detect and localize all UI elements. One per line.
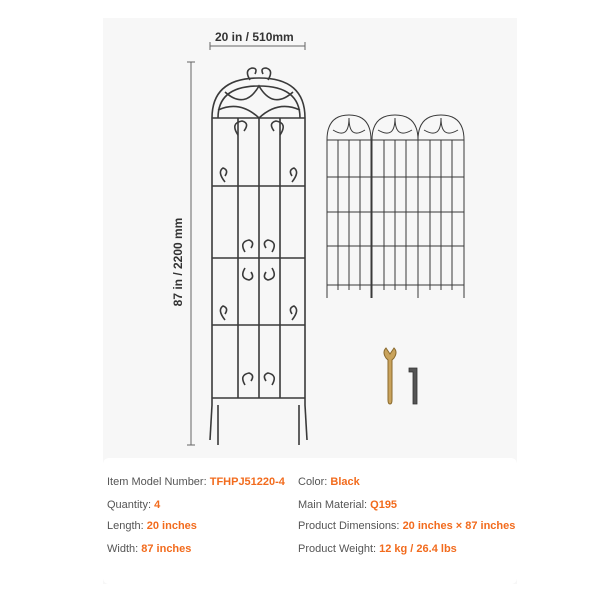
small-trellis-1 (326, 114, 372, 298)
spec-dimensions-value: 20 inches × 87 inches (402, 520, 516, 532)
spec-weight: Product Weight: 12 kg / 26.4 lbs (298, 543, 457, 555)
spec-quantity: Quantity: 4 (107, 499, 161, 511)
wrench-icon (383, 347, 397, 405)
spec-length: Length: 20 inches (107, 520, 197, 532)
hex-key-icon (408, 367, 418, 405)
spec-material: Main Material: Q195 (298, 499, 398, 511)
large-trellis (209, 67, 308, 445)
small-trellis-2 (371, 114, 419, 298)
spec-width-value: 87 inches (141, 543, 192, 555)
spec-model: Item Model Number: TFHPJ51220-4 (107, 476, 285, 488)
small-trellises (326, 114, 465, 298)
spec-quantity-value: 4 (154, 499, 161, 511)
spec-color: Color: Black (298, 476, 360, 488)
spec-model-value: TFHPJ51220-4 (209, 476, 285, 488)
dimension-lines (187, 42, 306, 446)
spec-material-value: Q195 (370, 499, 398, 511)
width-dimension-label: 20 in / 510mm (215, 30, 294, 44)
spec-width: Width: 87 inches (107, 543, 192, 555)
spec-color-value: Black (330, 476, 360, 488)
spec-dimensions: Product Dimensions: 20 inches × 87 inche… (298, 520, 516, 532)
small-trellis-3 (417, 114, 465, 298)
spec-weight-value: 12 kg / 26.4 lbs (379, 543, 457, 555)
specs-panel (103, 458, 517, 584)
spec-length-value: 20 inches (146, 520, 197, 532)
